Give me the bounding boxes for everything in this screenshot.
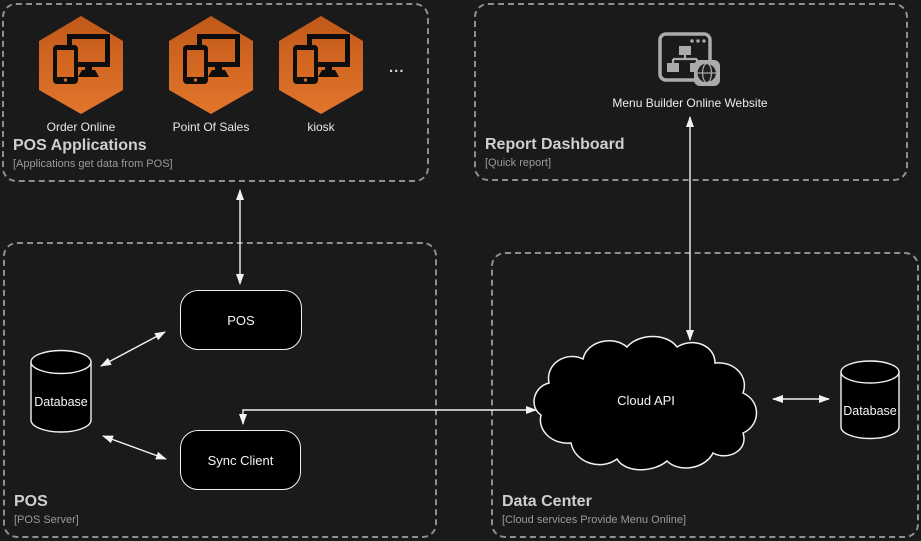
globe-icon — [694, 60, 720, 86]
node-label: Database — [34, 395, 88, 409]
node-label: Order Online — [46, 120, 116, 134]
node-label: Point Of Sales — [172, 120, 250, 134]
devices-icon — [39, 16, 123, 114]
database-cylinder-icon — [30, 349, 92, 433]
more-apps-ellipsis: ... — [389, 59, 405, 76]
group-data-center: Data Center [Cloud services Provide Menu… — [491, 252, 919, 538]
devices-icon — [169, 16, 253, 114]
node-label: kiosk — [307, 120, 335, 134]
node-point-of-sales[interactable]: Point Of Sales — [168, 15, 254, 134]
node-label: POS — [227, 312, 255, 328]
group-subtitle-data-center: [Cloud services Provide Menu Online] — [502, 514, 687, 526]
node-label: Database — [843, 404, 897, 418]
database-cylinder-icon — [840, 360, 900, 440]
node-label: Sync Client — [207, 452, 274, 468]
node-order-online[interactable]: Order Online — [38, 15, 124, 134]
group-label: Report Dashboard [Quick report] — [485, 136, 625, 169]
group-label: Data Center [Cloud services Provide Menu… — [502, 493, 687, 526]
devices-icon — [279, 16, 363, 114]
group-subtitle-pos-server: [POS Server] — [14, 514, 79, 526]
group-label: POS Applications [Applications get data … — [13, 137, 173, 170]
node-kiosk[interactable]: kiosk — [278, 15, 364, 134]
group-subtitle-pos-applications: [Applications get data from POS] — [13, 158, 173, 170]
group-pos-applications: POS Applications [Applications get data … — [2, 3, 429, 182]
group-title-report-dashboard: Report Dashboard — [485, 136, 625, 154]
cloud-icon — [533, 335, 758, 471]
group-title-pos-server: POS — [14, 493, 48, 511]
node-label: Cloud API — [617, 393, 675, 408]
group-subtitle-report-dashboard: [Quick report] — [485, 157, 552, 169]
website-sitemap-icon — [658, 32, 720, 86]
group-title-data-center: Data Center — [502, 493, 592, 511]
node-pos-database[interactable]: Database — [29, 349, 93, 434]
node-sync-client[interactable]: Sync Client — [180, 430, 301, 490]
group-label: POS [POS Server] — [14, 493, 79, 526]
node-label: Menu Builder Online Website — [612, 96, 768, 110]
group-title-pos-applications: POS Applications — [13, 137, 147, 155]
group-pos-server: POS [POS Server] — [3, 242, 437, 538]
node-pos[interactable]: POS — [180, 290, 302, 350]
node-cloud-api[interactable]: Cloud API — [525, 331, 767, 475]
node-menu-builder-website[interactable]: Menu Builder Online Website — [560, 32, 820, 110]
node-cloud-database[interactable]: Database — [839, 359, 901, 441]
